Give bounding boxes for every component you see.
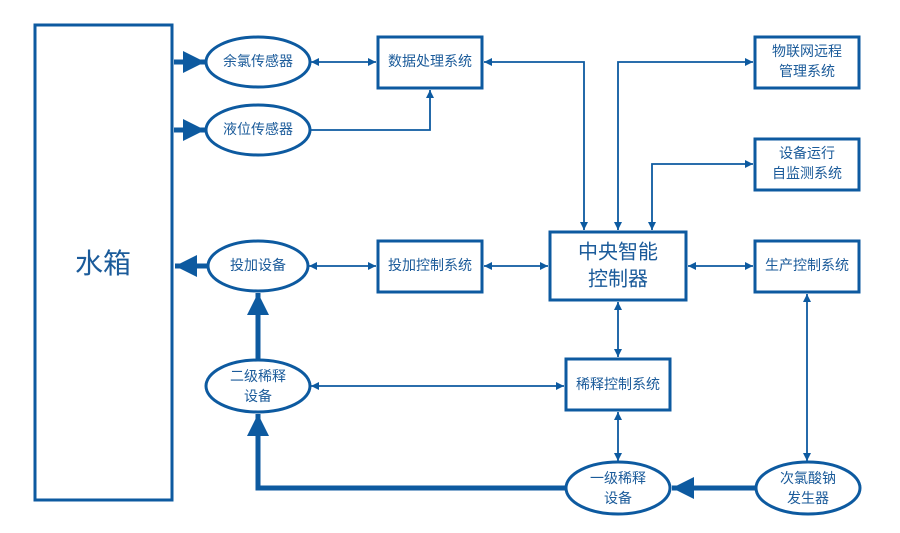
dilution-control-node: 稀释控制系统	[564, 357, 672, 412]
dosing-device-label: 投加设备	[230, 257, 286, 274]
connector-monitor-central	[648, 160, 753, 230]
dilution-control-label: 稀释控制系统	[576, 377, 660, 393]
hypochlorite-generator-label-line1: 次氯酸钠	[780, 471, 836, 487]
connector-level-data	[311, 90, 434, 131]
self-monitor-label-line2: 自监测系统	[772, 166, 842, 182]
hypochlorite-generator-node: 次氯酸钠 发生器	[754, 460, 862, 516]
secondary-dilution-label-line1: 二级稀释	[230, 369, 286, 385]
water-tank-node: 水箱	[33, 23, 174, 502]
central-controller-label-line1: 中央智能	[578, 240, 658, 264]
primary-dilution-node: 一级稀释 设备	[564, 460, 672, 516]
production-control-label: 生产控制系统	[765, 258, 849, 274]
self-monitor-node: 设备运行 自监测系统	[753, 137, 861, 192]
iot-remote-label-line2: 管理系统	[779, 64, 835, 80]
iot-remote-node: 物联网远程 管理系统	[753, 35, 861, 90]
connector-iot-central	[614, 58, 753, 230]
chlorine-sensor-node: 余氯传感器	[204, 35, 312, 89]
iot-remote-label-line1: 物联网远程	[772, 44, 842, 60]
dosing-control-label: 投加控制系统	[388, 258, 472, 274]
data-processing-node: 数据处理系统	[376, 35, 484, 90]
chlorine-sensor-label: 余氯传感器	[223, 53, 293, 70]
water-tank-label: 水箱	[75, 247, 131, 280]
primary-dilution-label-line2: 设备	[604, 490, 632, 507]
central-controller-node: 中央智能 控制器	[548, 230, 688, 302]
dosing-control-node: 投加控制系统	[376, 239, 484, 294]
central-controller-label-line2: 控制器	[588, 267, 648, 291]
flow-primary-secondary	[247, 414, 566, 491]
hypochlorite-generator-label-line2: 发生器	[787, 491, 829, 507]
secondary-dilution-label-line2: 设备	[244, 388, 272, 405]
secondary-dilution-node: 二级稀释 设备	[204, 358, 312, 414]
self-monitor-label-line1: 设备运行	[779, 145, 835, 162]
level-sensor-label: 液位传感器	[223, 121, 293, 138]
dosing-device-node: 投加设备	[206, 239, 310, 293]
level-sensor-node: 液位传感器	[204, 103, 312, 157]
data-processing-label: 数据处理系统	[388, 54, 472, 70]
connector-data-central	[484, 58, 588, 230]
production-control-node: 生产控制系统	[753, 239, 861, 294]
primary-dilution-label-line1: 一级稀释	[590, 471, 646, 487]
